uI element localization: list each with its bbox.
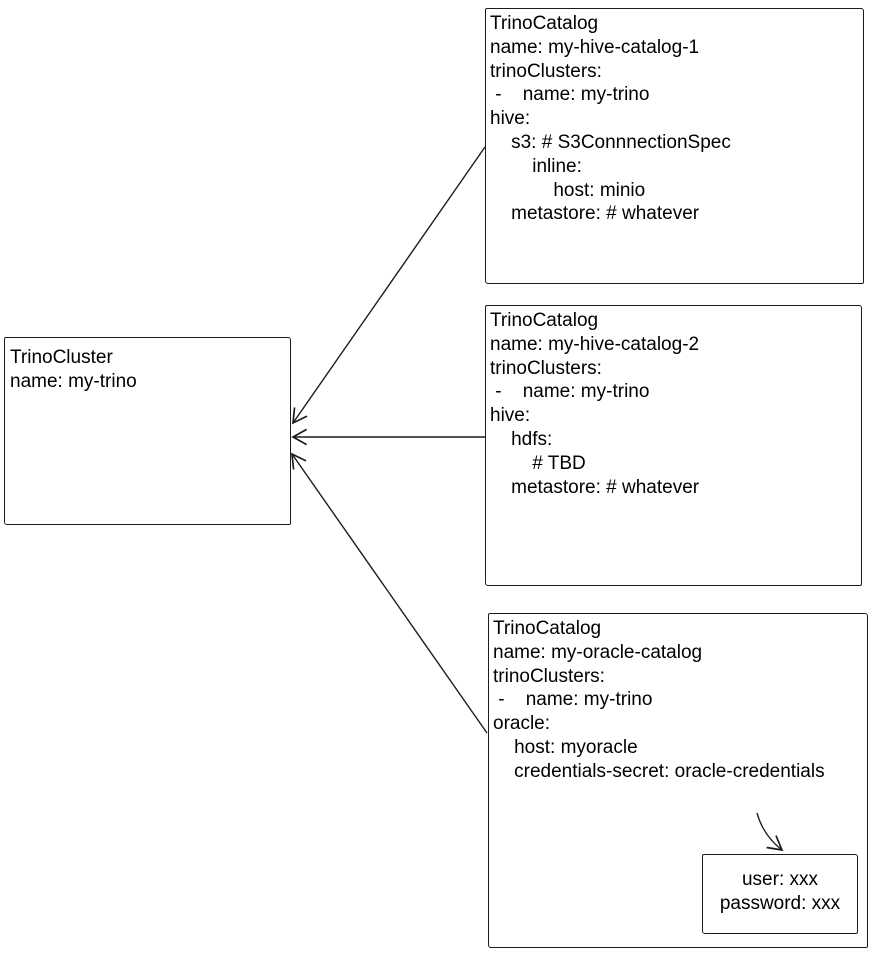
trinocatalog-hive-2-spec-text: TrinoCatalog name: my-hive-catalog-2 tri…	[490, 310, 700, 498]
trinocluster-box: TrinoCluster name: my-trino	[4, 337, 291, 525]
credentials-secret-text: user: xxx password: xxx	[719, 869, 841, 914]
trinocatalog-hive-1-spec-text: TrinoCatalog name: my-hive-catalog-1 tri…	[490, 13, 731, 225]
edge-trinocatalog-hive-1-to-trinocluster	[292, 146, 486, 425]
edge-trinocatalog-oracle-to-trinocluster	[291, 452, 488, 734]
trinocluster-spec-text: TrinoCluster name: my-trino	[10, 347, 137, 392]
trinocatalog-hive-1-box: TrinoCatalog name: my-hive-catalog-1 tri…	[485, 8, 864, 284]
trinocatalog-hive-2-box: TrinoCatalog name: my-hive-catalog-2 tri…	[485, 305, 862, 586]
credentials-secret-box: user: xxx password: xxx	[702, 854, 858, 934]
trinocatalog-oracle-spec-text: TrinoCatalog name: my-oracle-catalog tri…	[493, 618, 825, 782]
trinocatalog-oracle-box: TrinoCatalog name: my-oracle-catalog tri…	[488, 613, 868, 948]
